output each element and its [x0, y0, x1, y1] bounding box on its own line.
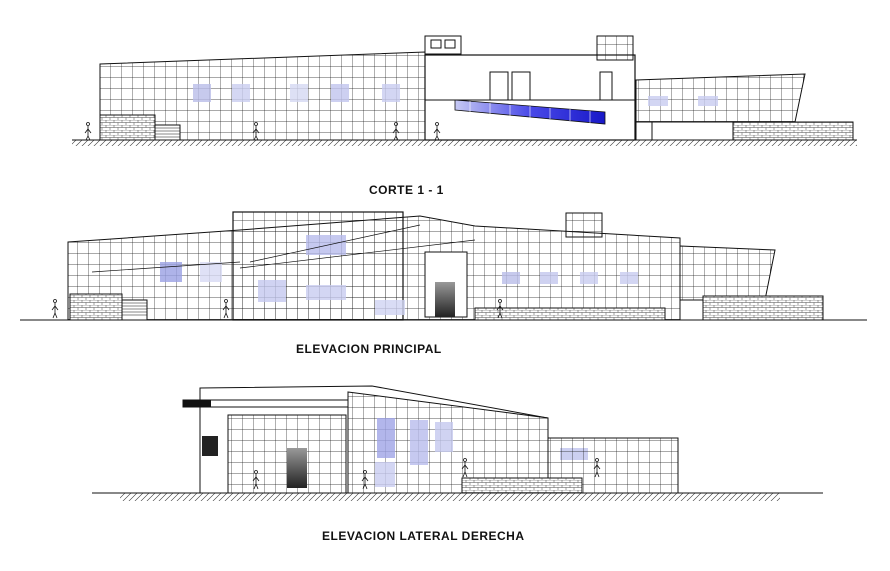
right-wing — [679, 245, 776, 301]
ground-hatch — [120, 493, 780, 501]
roof-box — [596, 35, 634, 61]
section-title: CORTE 1 - 1 — [369, 183, 444, 197]
front-elevation-drawing — [20, 211, 867, 321]
brick-wall — [99, 114, 156, 141]
brick-wall — [69, 293, 123, 321]
side-elevation-title: ELEVACION LATERAL DERECHA — [322, 529, 525, 543]
roof-box — [424, 35, 462, 55]
section-drawing — [72, 35, 857, 146]
front-elevation-title: ELEVACION PRINCIPAL — [296, 342, 442, 356]
ground-hatch — [72, 140, 857, 146]
roof-box — [565, 212, 603, 238]
side-elevation-drawing — [92, 385, 823, 501]
